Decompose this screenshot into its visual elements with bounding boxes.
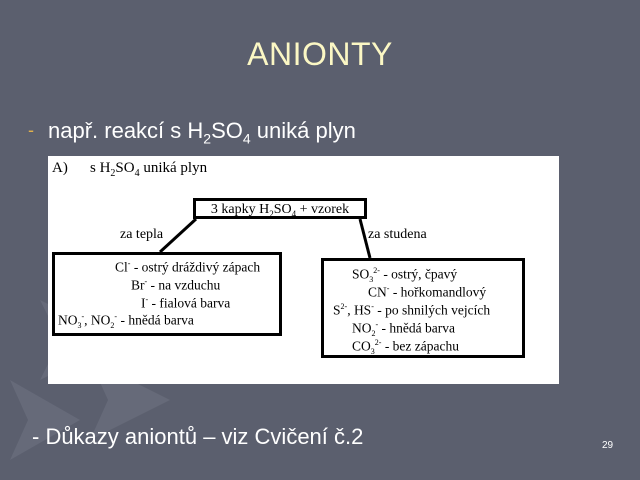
reagent-box: 3 kapky H2SO4 + vzorek [193, 198, 367, 219]
list-item: S2-, HS- - po shnilých vejcích [333, 302, 491, 318]
page-number: 29 [602, 440, 614, 451]
reaction-diagram: A)s H2SO4 uniká plyn 3 kapky H2SO4 + vzo… [48, 156, 559, 384]
list-item: NO2- - hnědá barva [352, 320, 456, 339]
footer-note: - Důkazy aniontů – viz Cvičení č.2 [32, 424, 364, 449]
cold-branch-label: za studena [368, 227, 427, 242]
hot-anions-box: Cl- - ostrý dráždivý zápach Br- - na vzd… [52, 252, 282, 336]
list-item: CN- - hořkomandlový [368, 284, 487, 300]
slide-title: ANIONTY [247, 36, 393, 72]
bullet-dash: - [28, 120, 34, 140]
list-item: I- - fialová barva [141, 295, 231, 311]
list-item: Cl- - ostrý dráždivý zápach [115, 259, 261, 275]
list-item: NO3-, NO2- - hnědá barva [58, 312, 194, 331]
diagram-heading: A)s H2SO4 uniká plyn [52, 160, 208, 179]
diagram-connector-lines [158, 217, 372, 259]
list-item: Br- - na vzduchu [131, 277, 221, 293]
bullet-item: -např. reakcí s H2SO4 uniká plyn [28, 118, 356, 146]
list-item: SO32- - ostrý, čpavý [352, 266, 458, 285]
list-item: CO32- - bez zápachu [352, 338, 460, 357]
hot-branch-label: za tepla [120, 227, 164, 242]
cold-anions-box: SO32- - ostrý, čpavý CN- - hořkomandlový… [321, 258, 525, 358]
bullet-text: např. reakcí s H2SO4 uniká plyn [48, 118, 356, 147]
